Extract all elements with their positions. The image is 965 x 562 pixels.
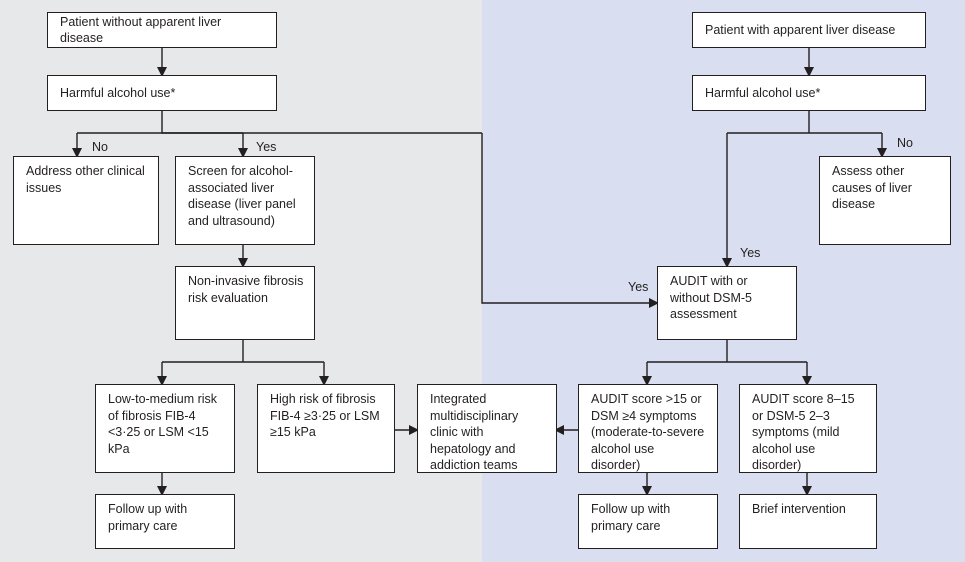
brief-intervention-box: Brief intervention [739,494,877,549]
right-no-label: No [897,136,913,150]
center-yes-label: Yes [628,280,649,294]
right-harmful-box: Harmful alcohol use* [692,75,926,111]
arrow-left-yes-to-audit [481,133,659,308]
noninvasive-box: Non-invasive fibrosis risk evaluation [175,266,315,340]
assess-other-causes-box: Assess other causes of liver disease [819,156,951,245]
audit-box: AUDIT with or without DSM-5 assessment [657,266,797,340]
right-follow-up-box: Follow up with primary care [578,494,718,549]
right-yes-label: Yes [740,246,761,260]
line-left-harmful-branch [161,110,482,134]
address-other-issues-box: Address other clinical issues [13,156,159,245]
right-start-box: Patient with apparent liver disease [692,12,926,48]
low-risk-box: Low-to-medium risk of fibrosis FIB-4 <3·… [95,384,235,473]
high-risk-box: High risk of fibrosis FIB-4 ≥3·25 or LSM… [257,384,395,473]
left-follow-up-box: Follow up with primary care [95,494,235,549]
integrated-clinic-box: Integrated multidisciplinary clinic with… [417,384,557,473]
left-yes-label: Yes [256,140,277,154]
left-no-label: No [92,140,108,154]
severe-aud-box: AUDIT score >15 or DSM ≥4 symptoms (mode… [578,384,718,473]
left-harmful-box: Harmful alcohol use* [47,75,277,111]
screen-box: Screen for alcohol-associated liver dise… [175,156,315,245]
left-start-box: Patient without apparent liver disease [47,12,277,48]
mild-aud-box: AUDIT score 8–15 or DSM-5 2–3 symptoms (… [739,384,877,473]
